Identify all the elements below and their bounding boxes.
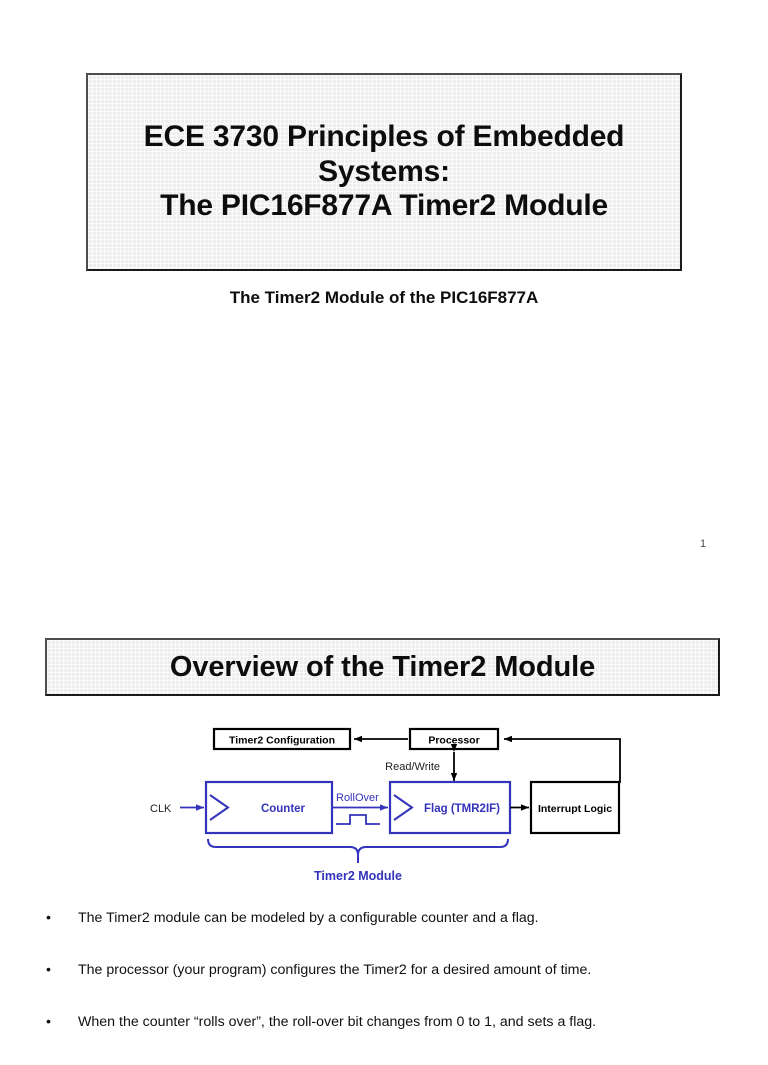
bullet-text: The Timer2 module can be modeled by a co… [78, 910, 539, 926]
clock-input-triangle-flag [393, 794, 414, 821]
list-item: • The Timer2 module can be modeled by a … [40, 910, 740, 928]
slide-heading-box: Overview of the Timer2 Module [45, 638, 720, 696]
diagram-label-timer2-module: Timer2 Module [314, 869, 402, 883]
diagram-label-rollover: RollOver [336, 792, 379, 804]
slide-heading: Overview of the Timer2 Module [169, 650, 596, 683]
diagram-block-counter: Counter [204, 780, 334, 835]
arrow-interrupt-to-processor [504, 735, 621, 783]
diagram-label-counter: Counter [261, 803, 306, 815]
diagram-label-flag: Flag (TMR2IF) [424, 803, 500, 815]
list-item: • The processor (your program) configure… [40, 962, 740, 980]
timer2-module-brace [207, 838, 509, 856]
list-item: • When the counter “rolls over”, the rol… [40, 1014, 740, 1032]
slide-1: ECE 3730 Principles of Embedded Systems:… [86, 73, 707, 550]
diagram-block-interrupt-logic: Interrupt Logic [529, 780, 621, 835]
timer2-block-diagram: Timer2 Configuration Processor Read/Writ… [140, 725, 640, 900]
page-number: 1 [700, 538, 707, 550]
rollover-pulse-waveform [336, 814, 380, 825]
diagram-label-clk: CLK [150, 803, 172, 815]
diagram-block-timer2-configuration: Timer2 Configuration [212, 727, 352, 751]
page-title: ECE 3730 Principles of Embedded Systems:… [143, 119, 625, 223]
clock-input-triangle-counter [209, 794, 230, 821]
diagram-block-flag: Flag (TMR2IF) [388, 780, 512, 835]
slide-title-box: ECE 3730 Principles of Embedded Systems:… [86, 73, 682, 271]
diagram-label-processor: Processor [428, 735, 479, 747]
diagram-block-processor: Processor [408, 727, 500, 751]
slide-subtitle: The Timer2 Module of the PIC16F877A [229, 288, 539, 307]
diagram-label-read-write: Read/Write [385, 761, 440, 773]
bullet-list: • The Timer2 module can be modeled by a … [40, 910, 740, 1065]
bullet-text: The processor (your program) configures … [78, 961, 592, 978]
bullet-marker: • [46, 910, 51, 926]
bullet-marker: • [46, 1013, 51, 1030]
slide-2: Overview of the Timer2 Module Timer2 Con… [0, 600, 768, 1030]
bullet-text: When the counter “rolls over”, the roll-… [78, 1013, 597, 1030]
bullet-marker: • [46, 961, 51, 978]
diagram-label-interrupt-logic: Interrupt Logic [538, 803, 612, 815]
diagram-label-timer2-configuration: Timer2 Configuration [229, 735, 335, 747]
